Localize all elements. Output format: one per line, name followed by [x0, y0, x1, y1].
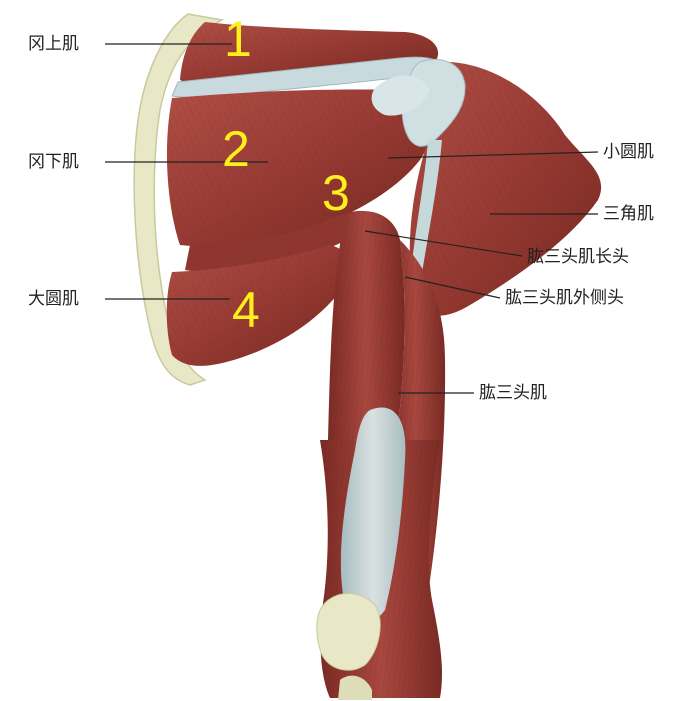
- label-teres-major: 大圆肌: [28, 289, 79, 309]
- marker-1: 1: [224, 14, 252, 64]
- label-triceps-lateral-head: 肱三头肌外侧头: [505, 288, 624, 308]
- label-triceps-long-head: 肱三头肌长头: [527, 247, 629, 267]
- label-infraspinatus: 冈下肌: [28, 152, 79, 172]
- label-supraspinatus: 冈上肌: [28, 34, 79, 54]
- label-triceps: 肱三头肌: [479, 383, 547, 403]
- marker-2: 2: [222, 124, 250, 174]
- label-teres-minor: 小圆肌: [603, 142, 654, 162]
- marker-4: 4: [232, 285, 260, 335]
- olecranon: [317, 594, 380, 671]
- label-deltoid: 三角肌: [603, 204, 654, 224]
- marker-3: 3: [322, 168, 350, 218]
